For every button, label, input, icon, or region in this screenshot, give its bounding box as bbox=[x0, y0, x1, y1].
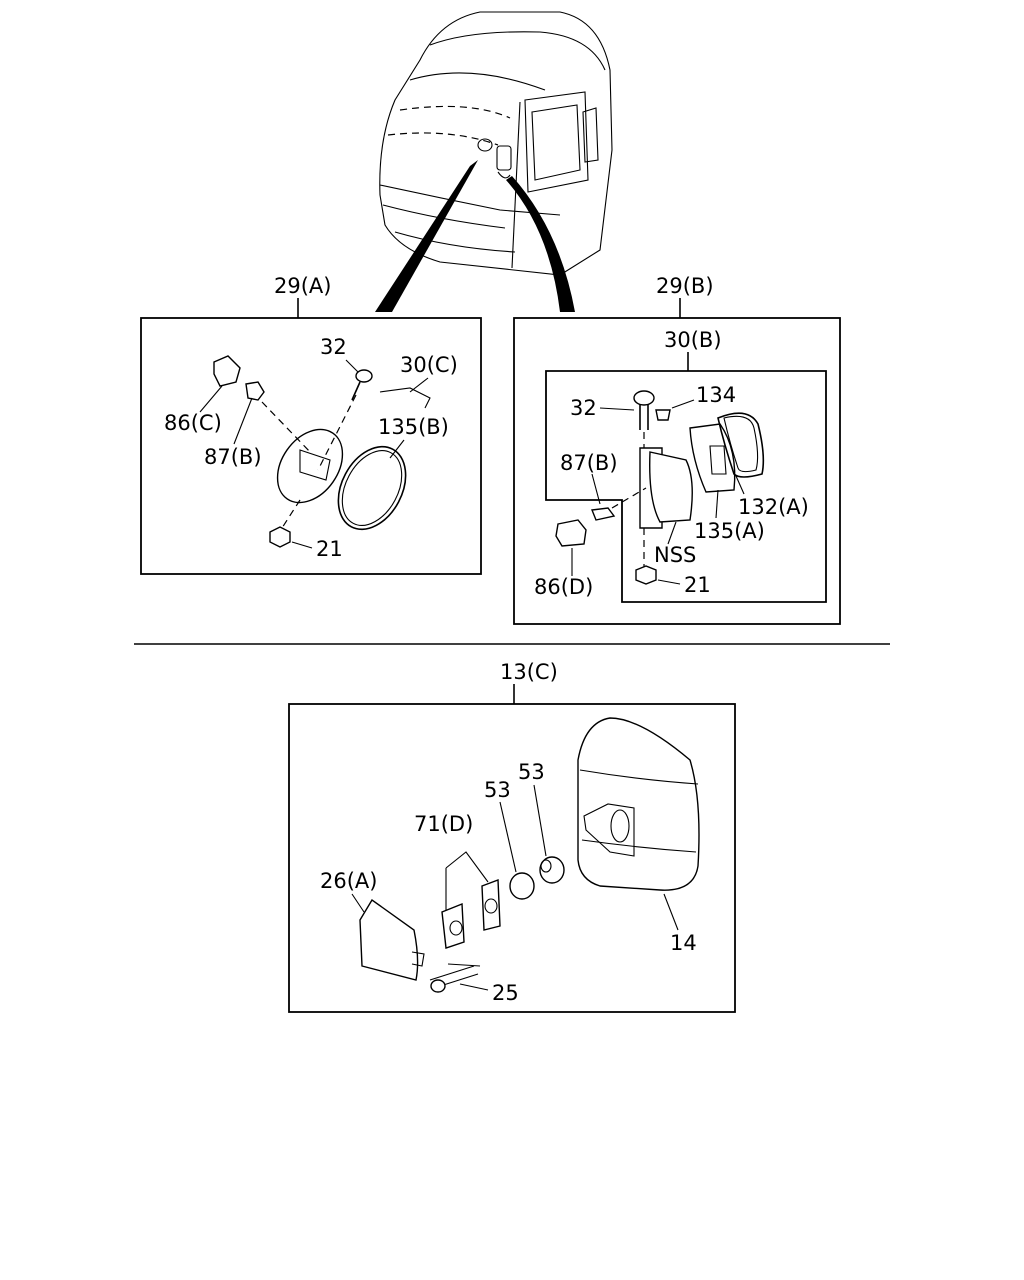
group-29b-label: 29(B) bbox=[656, 274, 714, 298]
lamp-30c-part bbox=[276, 428, 344, 504]
callout-wedge-a bbox=[375, 160, 478, 312]
group-13c-label: 13(C) bbox=[500, 660, 558, 684]
nut-21b-part bbox=[635, 565, 657, 585]
label-132a: 132(A) bbox=[738, 495, 809, 519]
gasket-132a-part bbox=[717, 412, 765, 478]
label-25: 25 bbox=[492, 981, 519, 1005]
label-21-b: 21 bbox=[684, 573, 711, 597]
label-135b: 135(B) bbox=[378, 415, 449, 439]
lamp-housing-part bbox=[649, 451, 693, 523]
label-32-a: 32 bbox=[320, 335, 347, 359]
label-87b-a: 87(B) bbox=[204, 445, 262, 469]
group-29a-label: 29(A) bbox=[274, 274, 331, 298]
mirror-14-part bbox=[577, 717, 700, 891]
group-13c-box: 13(C) 14 53 53 71(D) 26(A) bbox=[288, 660, 736, 1013]
subassembly-30b-frame bbox=[545, 370, 827, 603]
label-86d: 86(D) bbox=[534, 575, 593, 599]
label-21-a: 21 bbox=[316, 537, 343, 561]
truck-cab-illustration bbox=[379, 11, 613, 276]
label-87b-b: 87(B) bbox=[560, 451, 618, 475]
label-53-left: 53 bbox=[484, 778, 511, 802]
label-nss: NSS bbox=[654, 543, 696, 567]
label-71d: 71(D) bbox=[414, 812, 473, 836]
label-135a: 135(A) bbox=[694, 519, 765, 543]
label-30b: 30(B) bbox=[664, 328, 722, 352]
label-86c: 86(C) bbox=[164, 411, 222, 435]
nut-21a-part bbox=[269, 526, 291, 548]
callout-wedge-b bbox=[506, 176, 575, 312]
group-29a-box: 29(A) 86(C) 87(B) 32 30(C) 135(B) bbox=[140, 274, 482, 575]
label-14: 14 bbox=[670, 931, 697, 955]
label-32-b: 32 bbox=[570, 396, 597, 420]
clip-87b-part bbox=[245, 381, 265, 401]
label-53-right: 53 bbox=[518, 760, 545, 784]
group-29b-box: 29(B) 30(B) 32 134 132(A) 135(A) NSS bbox=[513, 274, 841, 625]
clip-86c-part bbox=[213, 355, 241, 387]
label-30c: 30(C) bbox=[400, 353, 458, 377]
ring-135b-part bbox=[337, 445, 407, 531]
label-134: 134 bbox=[696, 383, 736, 407]
label-26a: 26(A) bbox=[320, 869, 377, 893]
bracket-71d-right-part bbox=[481, 879, 501, 931]
bracket-71d-left-part bbox=[441, 902, 465, 949]
clip-86d-part bbox=[555, 519, 587, 547]
cover-26a-part bbox=[359, 898, 419, 981]
